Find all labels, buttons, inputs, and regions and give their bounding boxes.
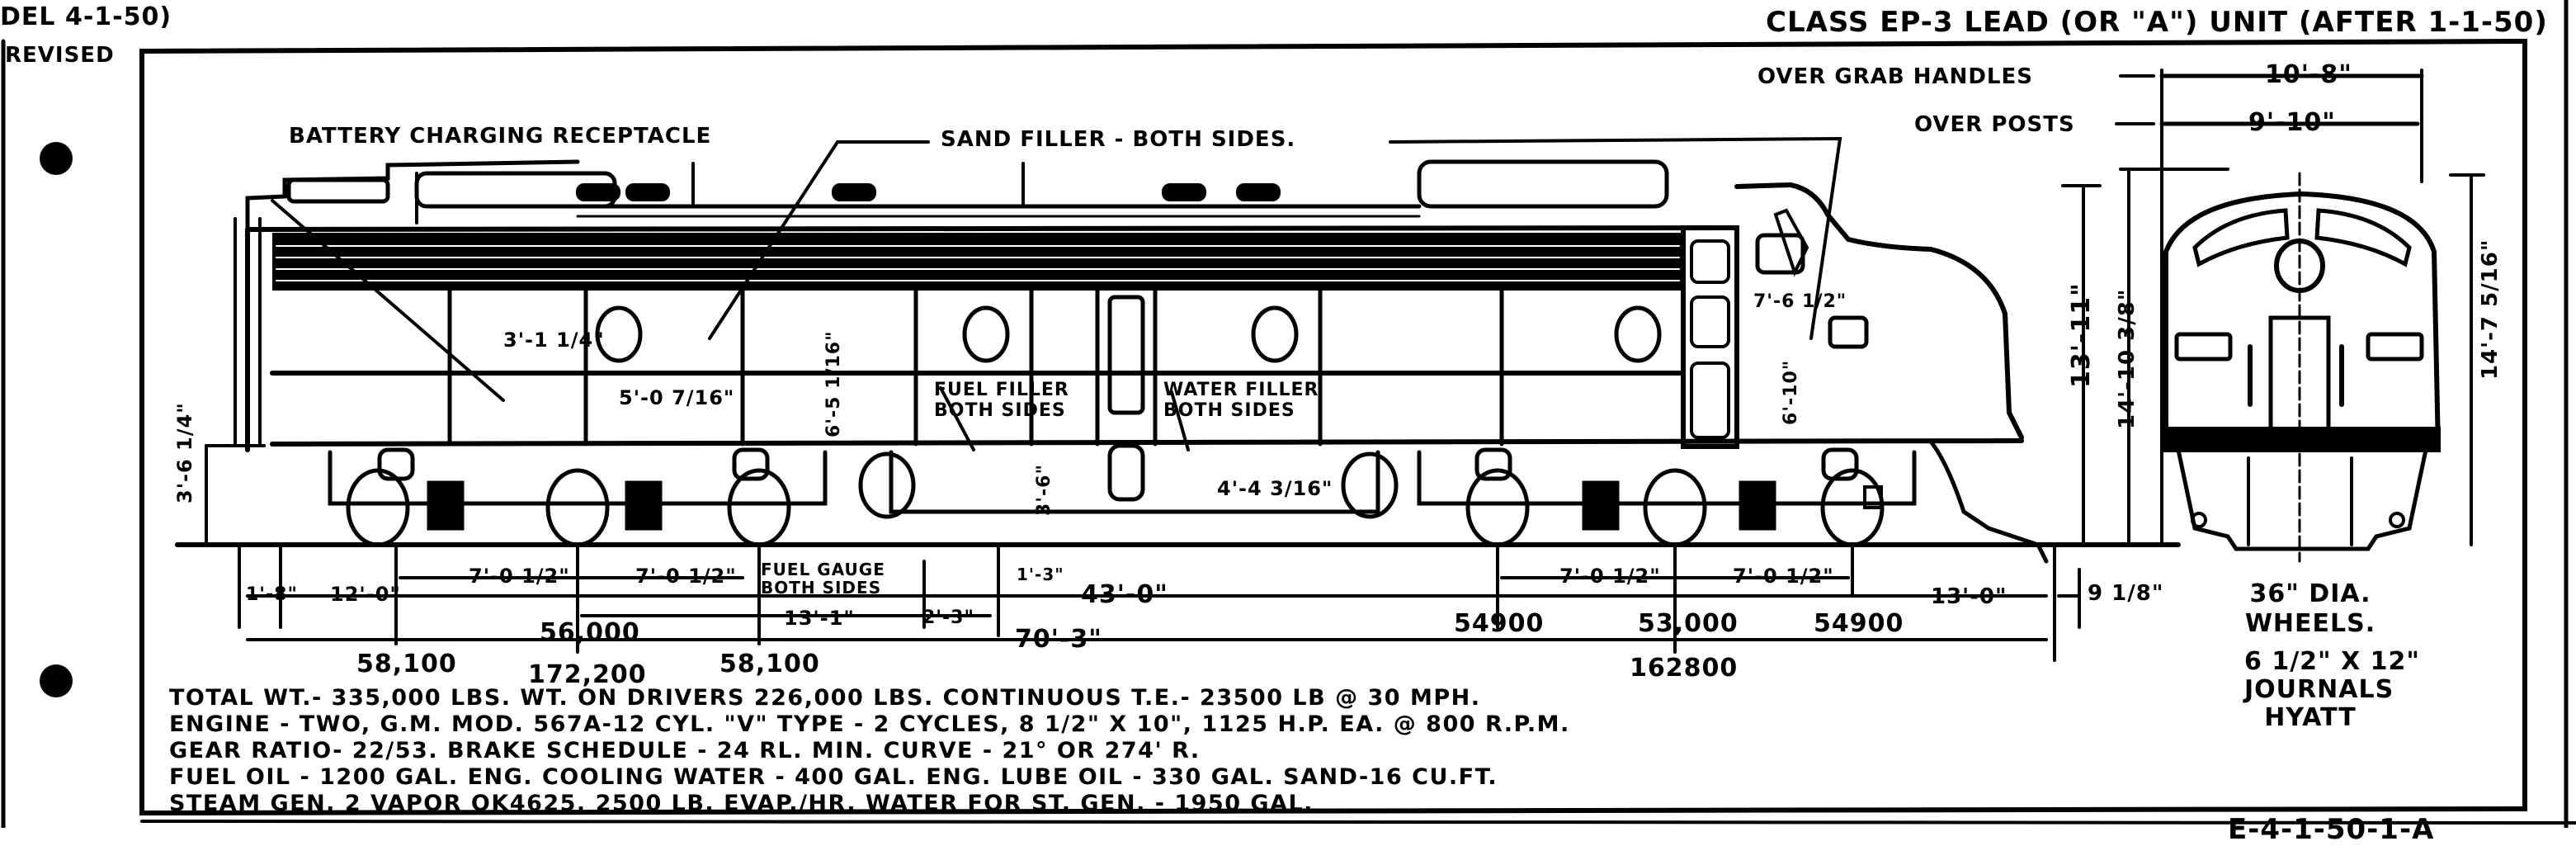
binder-hole-icon <box>40 664 73 697</box>
dim-battery-offset: 3'-1 1/4" <box>503 328 605 352</box>
dim-coupler-height: 3'-6 1/4" <box>173 402 196 503</box>
dim-width-grab-handles: 10'-8" <box>2265 60 2352 89</box>
water-filler-line2: BOTH SIDES <box>1163 400 1295 421</box>
axle-load-front-total: 162800 <box>1630 654 1739 683</box>
water-filler-line1: WATER FILLER <box>1163 380 1319 400</box>
dim-pilot-overhang: 1'-8" <box>246 584 298 605</box>
water-filler-label: WATER FILLER BOTH SIDES <box>1163 381 1319 420</box>
spec-line-fuel: FUEL OIL - 1200 GAL. ENG. COOLING WATER … <box>169 764 1498 790</box>
over-grab-handles-label: OVER GRAB HANDLES <box>1757 64 2033 89</box>
wheel-note-line2: WHEELS. <box>2244 609 2376 638</box>
dim-overall-length: 70'-3" <box>1015 625 1102 654</box>
fuel-filler-line2: BOTH SIDES <box>934 400 1066 421</box>
dim-water-filler-offset: 4'-4 3/16" <box>1217 477 1333 500</box>
dim-cab-offset-a: 7'-6 1/2" <box>1753 291 1847 312</box>
locomotive-drawing <box>1 0 2576 828</box>
dim-height-13-11: 13'-11" <box>2067 282 2096 388</box>
dim-fuel-gauge: 1'-3" <box>1017 565 1064 584</box>
spec-block: TOTAL WT.- 335,000 LBS. WT. ON DRIVERS 2… <box>169 687 1570 815</box>
dim-height-14-7: 14'-7 5/16" <box>2478 239 2503 380</box>
spec-line-gear: GEAR RATIO- 22/53. BRAKE SCHEDULE - 24 R… <box>169 738 1201 763</box>
dim-front-truck-axle-1: 7'-0 1/2" <box>1559 565 1661 588</box>
battery-receptacle-label: BATTERY CHARGING RECEPTACLE <box>289 124 712 149</box>
sand-filler-label: SAND FILLER - BOTH SIDES. <box>941 127 1296 152</box>
wheel-note-line1: 36" DIA. <box>2249 579 2371 608</box>
wheel-notes: 36" DIA. WHEELS. 6 1/2" X 12" JOURNALS H… <box>2244 579 2421 732</box>
dim-front-pilot: 9 1/8" <box>2088 581 2164 606</box>
revised-label: REVISED <box>5 43 115 68</box>
dim-truck-centers: 43'-0" <box>1081 580 1168 609</box>
dim-sand-offset: 5'-0 7/16" <box>619 386 735 409</box>
fuel-gauge-line2: BOTH SIDES <box>761 578 882 598</box>
wheel-note-line5: HYATT <box>2264 703 2357 732</box>
binder-hole-icon <box>40 142 73 175</box>
fuel-gauge-label: FUEL GAUGE BOTH SIDES <box>761 561 885 596</box>
fuel-filler-line1: FUEL FILLER <box>934 380 1069 400</box>
dim-fuel-tank: 3'-6" <box>1034 464 1054 516</box>
axle-load-rear-total: 172,200 <box>528 660 647 689</box>
axle-load-rear-2: 56,000 <box>540 618 640 647</box>
axle-load-front-1: 54900 <box>1454 609 1545 638</box>
spec-line-engine: ENGINE - TWO, G.M. MOD. 567A-12 CYL. "V"… <box>169 711 1570 737</box>
dim-width-posts: 9'-10" <box>2248 108 2336 137</box>
spec-line-steam: STEAM GEN. 2 VAPOR OK4625, 2500 LB. EVAP… <box>169 791 1314 816</box>
axle-load-front-2: 53,000 <box>1638 609 1739 638</box>
wheel-note-line4: JOURNALS <box>2244 675 2394 704</box>
axle-load-rear-3: 58,100 <box>719 650 820 678</box>
fuel-filler-label: FUEL FILLER BOTH SIDES <box>934 381 1069 420</box>
dim-tank-span: 13'-1" <box>784 607 855 630</box>
drawing-title: CLASS EP-3 LEAD (OR "A") UNIT (AFTER 1-1… <box>1766 6 2548 39</box>
dim-fuel-filler-height: 6'-5 1/16" <box>823 330 844 437</box>
dim-tank-small: 2'-3" <box>922 607 974 628</box>
dim-height-14-10: 14'-10 3/8" <box>2115 288 2140 429</box>
spec-line-weight: TOTAL WT.- 335,000 LBS. WT. ON DRIVERS 2… <box>169 685 1481 711</box>
date-stamp: DEL 4-1-50) <box>0 2 172 31</box>
axle-load-front-3: 54900 <box>1814 609 1904 638</box>
wheel-note-line3: 6 1/2" X 12" <box>2244 647 2421 676</box>
dim-cab-offset-b: 6'-10" <box>1781 359 1801 425</box>
axle-load-rear-1: 58,100 <box>356 650 457 678</box>
dim-front-truck-axle-2: 7'-0 1/2" <box>1733 565 1834 588</box>
drawing-number: E-4-1-50-1-A <box>2228 813 2435 846</box>
dim-front-overhang: 13'-0" <box>1931 584 2007 609</box>
dim-rear-truck-axle-2: 7'-0 1/2" <box>635 565 737 588</box>
dim-rear-overhang: 12'-0" <box>330 583 401 606</box>
dim-rear-truck-axle-1: 7'-0 1/2" <box>469 565 570 588</box>
fuel-gauge-line1: FUEL GAUGE <box>761 560 885 579</box>
over-posts-label: OVER POSTS <box>1914 112 2075 137</box>
